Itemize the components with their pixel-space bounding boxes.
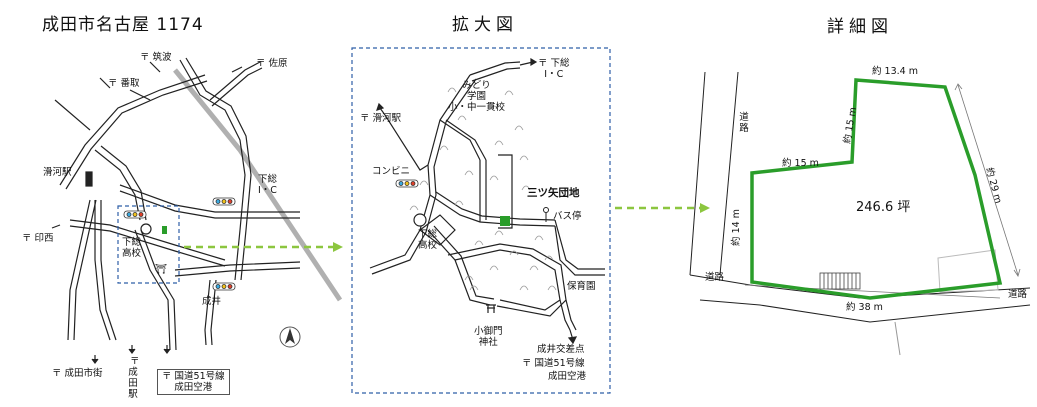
label-shimofusa-ic: 下総 I・C (258, 174, 278, 196)
label-narita-station: 成田駅 (128, 367, 138, 400)
overview-map (51, 57, 343, 364)
site-marker (162, 226, 167, 234)
rail-line (173, 68, 343, 302)
zoom-frame (351, 47, 611, 394)
shrine-icon: ⛩ (155, 264, 168, 275)
zoom-label-convenience: コンビニ (372, 166, 411, 177)
zoom-label-shimofusa-school: 下総 高校 (418, 229, 438, 251)
lot-area: 246.6 坪 (856, 200, 911, 215)
overview-title: 成田市名古屋 1174 (42, 15, 204, 35)
label-namegawa-station: 滑河駅 (43, 167, 72, 178)
detail-map (689, 71, 1031, 356)
zoom-label-shrine: 小御門 神社 (474, 326, 503, 348)
label-narita-shigai: 〒 成田市街 (52, 368, 103, 379)
site-marker-zoom (500, 216, 510, 226)
route-mark: 〒 (130, 356, 140, 367)
detail-road-bottom-right: 道路 (1008, 289, 1028, 300)
zoom-label-nursery: 保育園 (567, 281, 596, 292)
label-route51-box: 〒 国道51号線成田空港 (157, 369, 230, 395)
dim-inner-horizontal: 約 15 m (782, 158, 819, 169)
label-inzai: 〒 印西 (22, 233, 54, 244)
zoom-label-route51: 〒 国道51号線 (522, 358, 585, 369)
zoom-label-namegawa: 〒 滑河駅 (360, 113, 402, 124)
label-narui: 成井 (202, 296, 222, 307)
compass-icon (279, 326, 301, 348)
detail-title: 詳細図 (827, 17, 893, 37)
label-sawara: 〒 佐原 (256, 58, 288, 69)
dim-top: 約 13.4 m (872, 66, 918, 77)
traffic-lights (123, 197, 236, 291)
zoom-traffic-light (395, 179, 419, 188)
label-shimofusa-school: 下総 高校 (122, 237, 142, 259)
connector-arrows (184, 203, 710, 252)
zoom-label-bus-stop: バス停 (553, 211, 582, 222)
dim-bottom: 約 38 m (846, 302, 883, 313)
zoom-label-midori-school: みどり 学園 小・中一貫校 (448, 80, 506, 113)
detail-road-bottom-left: 道路 (705, 272, 725, 283)
dim-left-lower: 約 14 m (730, 209, 742, 246)
focus-box (117, 205, 180, 284)
lot-boundary (750, 78, 1003, 300)
stairs (819, 272, 861, 290)
zoom-label-mitsuyada: 三ツ矢団地 (527, 187, 580, 199)
label-banto: 〒 番取 (108, 78, 140, 89)
zoom-title: 拡大図 (452, 15, 518, 35)
zoom-label-shimofusa-ic: 〒 下総 I・C (538, 58, 570, 80)
detail-road-left-label: 道路 (739, 112, 749, 134)
zoom-label-airport: 成田空港 (548, 371, 587, 382)
bus-stop-icon (543, 207, 549, 222)
label-tsukuba: 〒 筑波 (140, 52, 172, 63)
zoom-label-narui: 成井交差点 (537, 344, 585, 355)
zoom-map (369, 57, 605, 345)
